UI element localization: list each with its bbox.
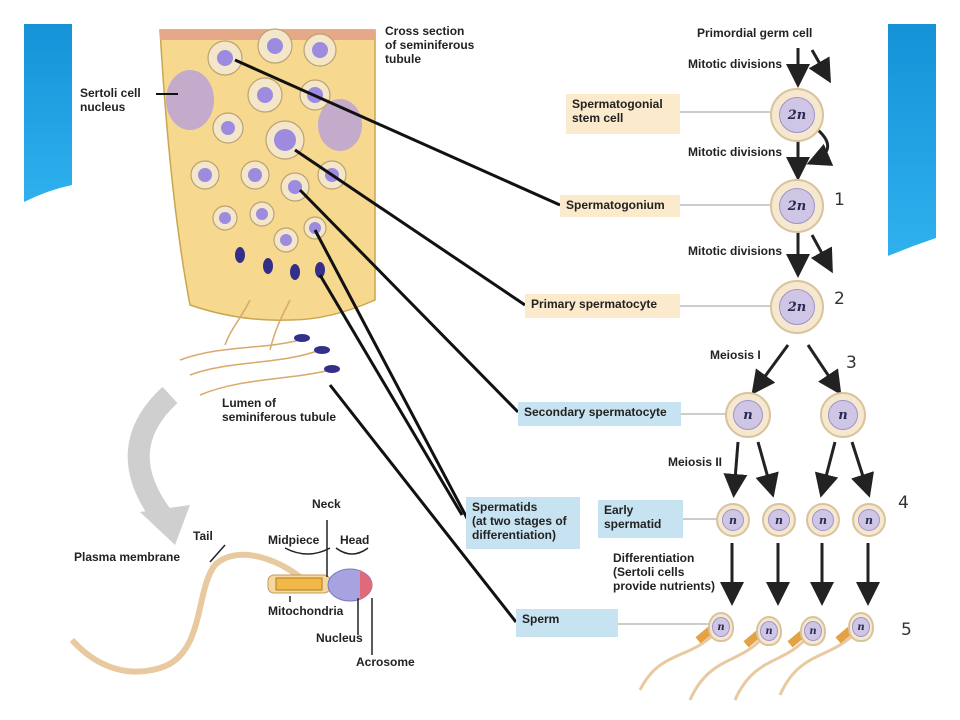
stage-number: 4 (898, 493, 909, 513)
primordial-germ-cell-label: Primordial germ cell (697, 26, 813, 40)
stem-cell: 2n (770, 88, 824, 142)
early-spermatid-box: Early spermatid (598, 500, 683, 538)
cell-ploidy: n (768, 509, 790, 531)
secondary-spermatocyte-cell: n (820, 392, 866, 438)
cell-ploidy: n (828, 400, 858, 430)
cell-ploidy: 2n (779, 289, 815, 325)
cell-ploidy: n (804, 621, 822, 641)
sperm-head: n (708, 612, 734, 642)
nucleus-label: Nucleus (316, 631, 363, 645)
meiosis-ii-label: Meiosis II (668, 455, 723, 469)
stage-number: 5 (901, 620, 912, 640)
cross-section-label: Cross section of seminiferous tubule (385, 24, 475, 66)
sperm-head: n (756, 616, 782, 646)
spermatogonium-cell: 2n (770, 179, 824, 233)
stage-number: 3 (846, 353, 857, 373)
mitotic-divisions-label-3: Mitotic divisions (688, 244, 783, 258)
meiosis-i-label: Meiosis I (710, 348, 761, 362)
stem-cell-box: Spermatogonial stem cell (566, 94, 680, 134)
cell-ploidy: n (712, 617, 730, 637)
neck-label: Neck (312, 497, 341, 511)
mitotic-divisions-label-2: Mitotic divisions (688, 145, 783, 159)
spermatogonium-box: Spermatogonium (560, 195, 680, 217)
secondary-spermatocyte-cell: n (725, 392, 771, 438)
primary-spermatocyte-box: Primary spermatocyte (525, 294, 680, 318)
cell-ploidy: 2n (779, 188, 815, 224)
stage-number: 2 (834, 289, 845, 309)
secondary-spermatocyte-box: Secondary spermatocyte (518, 402, 681, 426)
cell-ploidy: 2n (779, 97, 815, 133)
sperm-box: Sperm (516, 609, 618, 637)
connector-lines (156, 58, 561, 623)
sperm-head: n (800, 616, 826, 646)
stage-number: 1 (834, 190, 845, 210)
differentiation-label: Differentiation (Sertoli cells provide n… (613, 551, 716, 593)
self-renewal-arrow (806, 128, 834, 166)
cell-ploidy: n (733, 400, 763, 430)
midpiece-label: Midpiece (268, 533, 320, 547)
head-label: Head (340, 533, 370, 547)
early-spermatid-cell: n (762, 503, 796, 537)
sperm-head: n (848, 612, 874, 642)
left-decor-band (24, 24, 72, 202)
tail-label: Tail (193, 529, 213, 543)
right-decor-band (888, 24, 936, 256)
plasma-membrane-label: Plasma membrane (74, 550, 181, 564)
primary-spermatocyte-cell: 2n (770, 280, 824, 334)
spermatids-box: Spermatids (at two stages of differentia… (466, 497, 580, 549)
early-spermatid-cell: n (806, 503, 840, 537)
detailed-sperm (69, 520, 373, 675)
sertoli-nucleus-shape (166, 70, 214, 130)
early-spermatid-cell: n (852, 503, 886, 537)
cell-ploidy: n (760, 621, 778, 641)
lumen-sperm (179, 299, 331, 396)
tubule-cross-section (159, 28, 376, 321)
bottom-sperm-row (638, 620, 861, 701)
enlargement-arrow (127, 386, 178, 527)
cell-ploidy: n (852, 617, 870, 637)
early-spermatid-cell: n (716, 503, 750, 537)
cell-ploidy: n (812, 509, 834, 531)
mitochondria-label: Mitochondria (268, 604, 344, 618)
cell-ploidy: n (722, 509, 744, 531)
mitotic-divisions-label-1: Mitotic divisions (688, 57, 783, 71)
acrosome-label: Acrosome (356, 655, 415, 669)
sertoli-nucleus-label: Sertoli cell nucleus (80, 86, 141, 114)
cell-ploidy: n (858, 509, 880, 531)
lumen-label: Lumen of seminiferous tubule (222, 396, 337, 424)
